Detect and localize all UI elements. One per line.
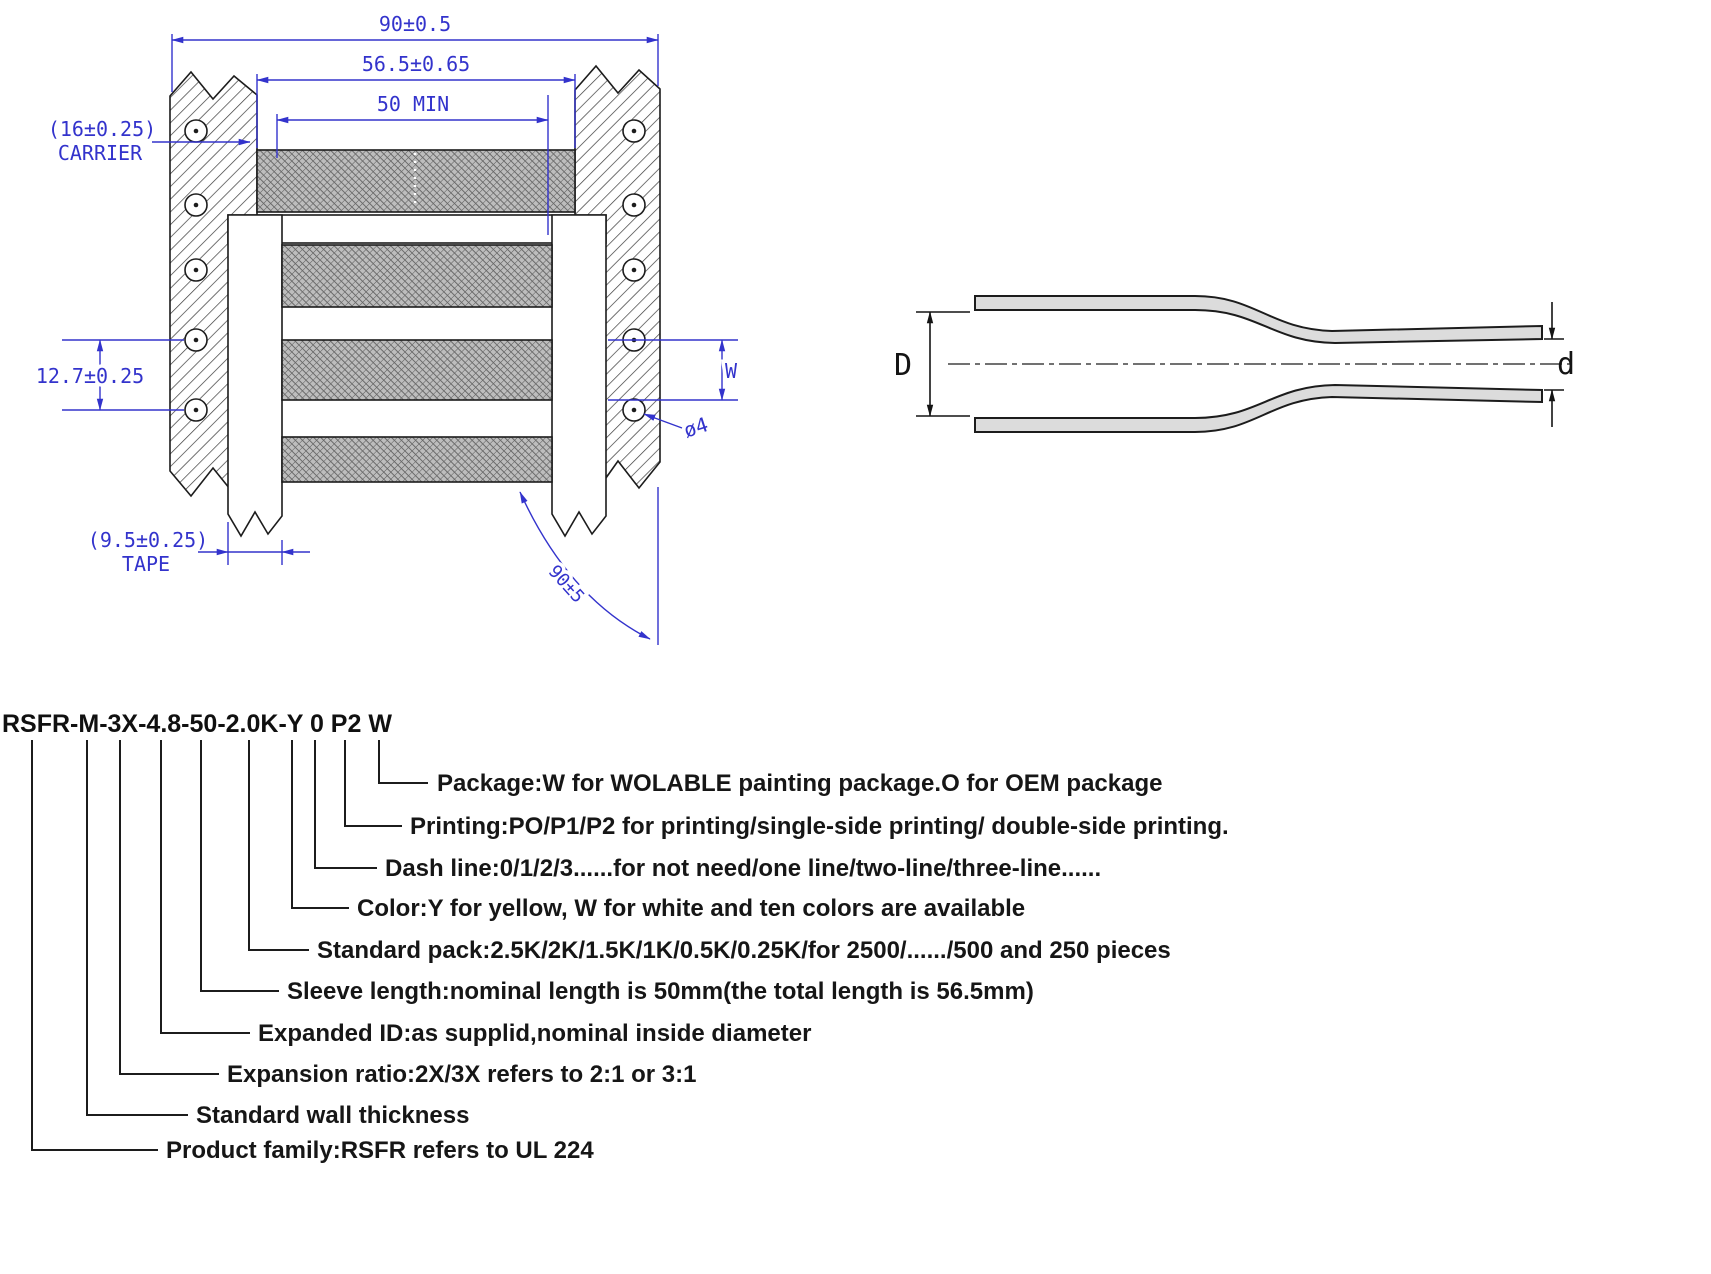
sprocket-holes bbox=[184, 119, 646, 422]
part-number-code: RSFR-M-3X-4.8-50-2.0K-Y 0 P2 W bbox=[2, 710, 392, 738]
sleeve-3 bbox=[281, 339, 553, 401]
legend-item-dash-line: Dash line:0/1/2/3......for not need/one … bbox=[385, 855, 1101, 882]
legend-item-printing: Printing:PO/P1/P2 for printing/single-si… bbox=[410, 813, 1229, 840]
reel-dimension-lines bbox=[62, 34, 738, 645]
legend-item-wall-thickness: Standard wall thickness bbox=[196, 1102, 469, 1129]
tape-dim-value: (9.5±0.25) bbox=[88, 528, 208, 552]
tube-profile-drawing: D d bbox=[894, 295, 1575, 433]
sleeve-2 bbox=[281, 244, 553, 308]
dim-hole-pitch: 12.7±0.25 bbox=[36, 364, 144, 388]
legend-item-expanded-id: Expanded ID:as supplid,nominal inside di… bbox=[258, 1020, 811, 1047]
tube-wall-top bbox=[974, 295, 1543, 345]
tube-wall-bottom bbox=[974, 383, 1543, 433]
legend-item-product-family: Product family:RSFR refers to UL 224 bbox=[166, 1137, 594, 1164]
legend-item-package: Package:W for WOLABLE painting package.O… bbox=[437, 770, 1162, 797]
dim-peel-angle: 90±5 bbox=[544, 561, 589, 607]
cover-band bbox=[227, 214, 607, 244]
dim-hole-diameter: ø4 bbox=[681, 412, 711, 442]
tape-reel-drawing: 90±0.5 56.5±0.65 50 MIN (16±0.25) CARRIE… bbox=[32, 12, 741, 645]
dim-min-length: 50 MIN bbox=[377, 92, 449, 116]
dim-overall-width: 90±0.5 bbox=[379, 12, 451, 36]
carrier-label: CARRIER bbox=[58, 141, 143, 165]
legend-item-expansion-ratio: Expansion ratio:2X/3X refers to 2:1 or 3… bbox=[227, 1061, 697, 1088]
legend-connector-lines bbox=[31, 740, 428, 1151]
carrier-dim-value: (16±0.25) bbox=[48, 117, 156, 141]
recovered-diameter-label: d bbox=[1557, 347, 1575, 382]
expanded-diameter-label: D bbox=[894, 348, 912, 383]
legend-item-color: Color:Y for yellow, W for white and ten … bbox=[357, 895, 1025, 922]
sleeve-4 bbox=[281, 436, 553, 483]
dim-width-w: W bbox=[725, 359, 738, 383]
profile-dimension-lines bbox=[916, 302, 1564, 427]
dim-total-length: 56.5±0.65 bbox=[362, 52, 470, 76]
tape-label: TAPE bbox=[122, 552, 170, 576]
legend-item-sleeve-length: Sleeve length:nominal length is 50mm(the… bbox=[287, 978, 1034, 1005]
adhesive-tape-left bbox=[227, 214, 283, 538]
part-number-legend: RSFR-M-3X-4.8-50-2.0K-Y 0 P2 W Package:W… bbox=[2, 710, 1229, 1164]
legend-item-standard-pack: Standard pack:2.5K/2K/1.5K/1K/0.5K/0.25K… bbox=[317, 937, 1171, 964]
adhesive-tape-right bbox=[551, 214, 607, 538]
